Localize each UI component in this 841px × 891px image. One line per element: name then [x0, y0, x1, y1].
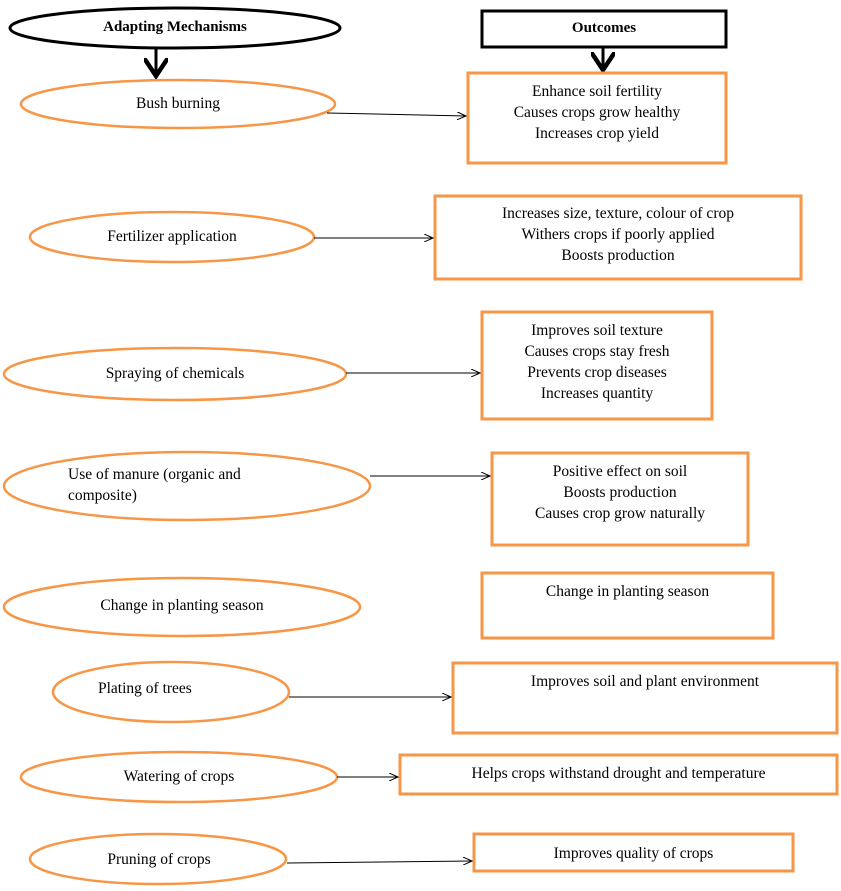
mechanism-label-7: Watering of crops [123, 768, 235, 785]
outcome-box-8 [472, 832, 795, 873]
outcome-box-3 [480, 310, 714, 421]
outcome-box-5 [480, 571, 775, 640]
outcome-line: Enhance soil fertility [532, 83, 662, 100]
outcome-label-7: Helps crops withstand drought and temper… [471, 765, 766, 782]
outcome-label-6: Improves soil and plant environment [530, 673, 760, 690]
mechanism-label-8: Pruning of crops [107, 851, 211, 868]
mechanism-node-8 [28, 832, 288, 886]
mechanism-label-5: Change in planting season [100, 597, 264, 614]
header-ellipse-mechanisms [8, 6, 342, 50]
mechanism-label-4-line: Use of manure (organic and [68, 466, 241, 483]
outcome-line: Increases quantity [540, 385, 654, 402]
mechanism-node-1 [19, 78, 337, 130]
outcome-line: Causes crops grow healthy [513, 104, 681, 121]
outcome-line: Causes crops stay fresh [524, 343, 670, 360]
header-box-outcomes [480, 9, 728, 49]
outcome-label-8: Improves quality of crops [553, 845, 714, 862]
mechanism-label-4: Use of manure (organic and composite) [68, 464, 241, 506]
header-label-outcomes: Outcomes [571, 20, 637, 36]
mechanism-node-6 [51, 660, 291, 724]
outcome-line: Boosts production [561, 247, 675, 264]
outcome-box-7 [398, 753, 839, 796]
outcome-box-1 [466, 71, 728, 165]
mechanism-node-4 [2, 450, 372, 522]
outcome-line: Increases size, texture, colour of crop [502, 205, 734, 222]
outcome-label-3: Improves soil texture Causes crops stay … [482, 320, 712, 404]
outcome-line: Improves soil texture [531, 322, 663, 339]
outcome-box-4 [490, 451, 750, 547]
mechanism-label-6: Plating of trees [98, 680, 192, 697]
outcome-label-1: Enhance soil fertility Causes crops grow… [468, 81, 726, 144]
outcome-label-5: Change in planting season [545, 583, 710, 600]
outcome-line: Boosts production [563, 484, 677, 501]
outcome-line: Withers crops if poorly applied [521, 226, 715, 243]
mechanism-node-2 [28, 210, 316, 264]
outcome-box-6 [451, 661, 839, 735]
outcome-label-4: Positive effect on soil Boosts productio… [492, 461, 748, 524]
connector-arrow-8 [286, 861, 472, 863]
mechanism-label-3: Spraying of chemicals [105, 365, 245, 382]
mechanism-node-3 [2, 346, 348, 402]
mechanism-label-2: Fertilizer application [107, 228, 237, 245]
connector-arrow-1 [326, 113, 466, 116]
mechanism-label-4-line: composite) [68, 487, 137, 504]
header-label-mechanisms: Adapting Mechanisms [103, 19, 247, 35]
mechanism-node-5 [2, 576, 362, 638]
outcome-line: Prevents crop diseases [527, 364, 667, 381]
outcome-line: Increases crop yield [535, 125, 659, 142]
mechanism-label-1: Bush burning [136, 95, 220, 112]
outcome-line: Positive effect on soil [552, 463, 688, 480]
outcome-label-2: Increases size, texture, colour of crop … [435, 203, 801, 266]
outcome-box-2 [433, 194, 803, 281]
outcome-line: Causes crop grow naturally [534, 505, 706, 522]
